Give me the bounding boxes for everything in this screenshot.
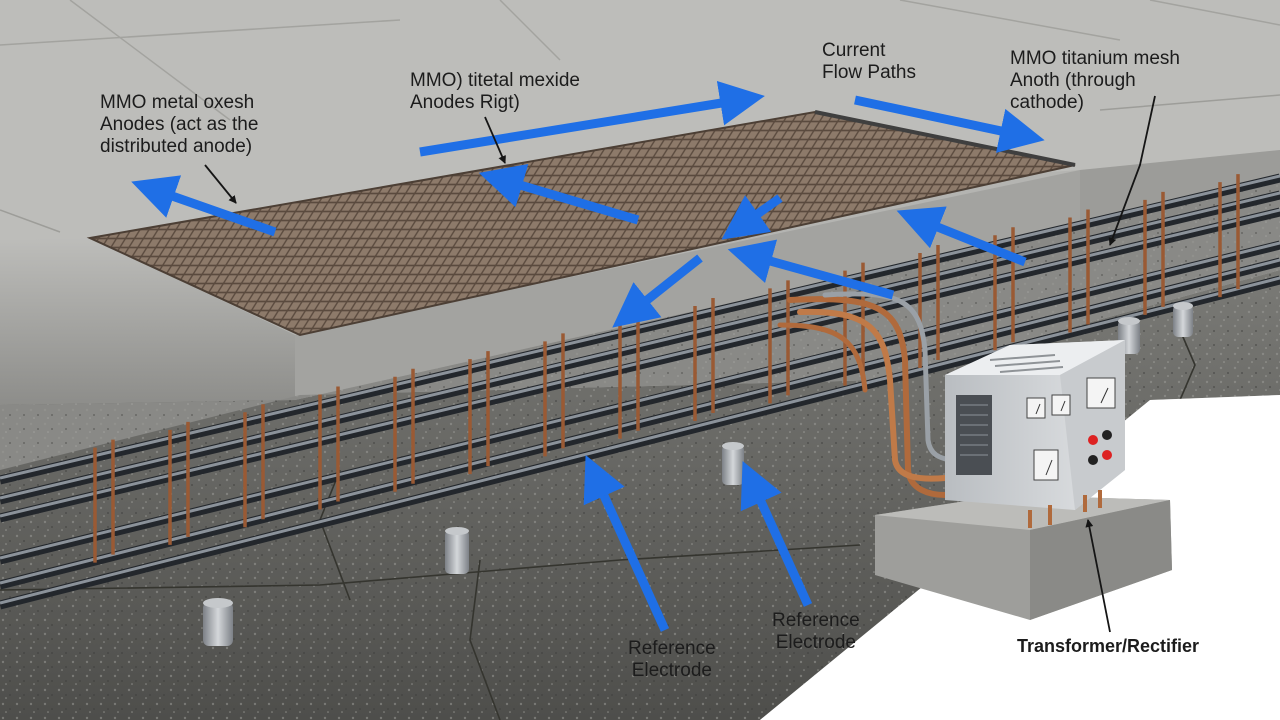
analog-gauge-icon bbox=[1086, 377, 1116, 409]
label-transformer-rectifier: Transformer/Rectifier bbox=[1017, 635, 1199, 657]
label-mmo-titanium-mesh: MMO titanium mesh Anoth (through cathode… bbox=[1010, 48, 1180, 114]
rectifier-cabinet bbox=[875, 340, 1172, 620]
copper-leads bbox=[777, 291, 953, 498]
label-line: Reference bbox=[772, 610, 860, 631]
reference-electrode-icon bbox=[203, 598, 233, 646]
current-flow-arrows bbox=[131, 80, 1045, 632]
label-reference-electrode-left: Reference Electrode bbox=[628, 638, 716, 682]
rebar-cage bbox=[0, 173, 1280, 610]
leader-lines bbox=[204, 95, 1156, 633]
rebar-stirrup bbox=[1068, 209, 1090, 333]
analog-gauge-icon bbox=[1051, 394, 1071, 416]
rebar-bar-highlight bbox=[0, 258, 1280, 585]
rebar-bar-highlight bbox=[0, 276, 1280, 605]
reference-electrode-icon bbox=[722, 442, 744, 485]
label-line: Current bbox=[822, 40, 886, 61]
label-line: Anoth (through bbox=[1010, 70, 1136, 91]
rebar-bar-highlight bbox=[0, 191, 1280, 500]
label-line: Electrode bbox=[775, 632, 856, 653]
rebar-bar bbox=[0, 275, 1280, 610]
label-line: Electrode bbox=[631, 660, 712, 681]
reference-electrodes bbox=[203, 302, 1193, 646]
rebar-stirrup bbox=[543, 333, 565, 457]
rebar-stirrup bbox=[918, 244, 940, 368]
rebar-bar bbox=[0, 190, 1280, 505]
analog-gauge-icon bbox=[1033, 449, 1059, 481]
label-current-flow-paths: Current Flow Paths bbox=[822, 40, 916, 84]
label-line: MMO titanium mesh bbox=[1010, 48, 1180, 69]
mmo-mesh-anode bbox=[86, 110, 1076, 337]
rebar-stirrup bbox=[468, 351, 490, 475]
analog-gauge-icon bbox=[1026, 397, 1046, 419]
rebar-stirrup bbox=[1143, 191, 1165, 315]
rebar-bar bbox=[0, 257, 1280, 590]
rebar-stirrup bbox=[168, 421, 190, 545]
label-line: Reference bbox=[628, 638, 716, 659]
label-line: MMO metal oxesh bbox=[100, 92, 255, 113]
rebar-stirrup bbox=[1218, 174, 1240, 298]
rebar-stirrup bbox=[93, 439, 115, 563]
rebar-stirrup bbox=[693, 298, 715, 422]
label-mmo-titetal-mexide-anodes: MMO) titetal mexide Anodes Rigt) bbox=[410, 70, 580, 114]
label-line: distributed anode) bbox=[100, 136, 253, 157]
rebar-stirrup bbox=[243, 404, 265, 528]
label-line: Anodes Rigt) bbox=[410, 92, 520, 113]
rebar-bar bbox=[0, 240, 1280, 565]
rebar-stirrup bbox=[318, 386, 340, 510]
reference-electrode-icon bbox=[445, 527, 469, 574]
label-line: Transformer/Rectifier bbox=[1017, 636, 1200, 656]
label-mmo-metal-oxesh-anodes: MMO metal oxesh Anodes (act as the distr… bbox=[100, 92, 258, 158]
label-line: Flow Paths bbox=[822, 62, 916, 83]
rebar-bar-highlight bbox=[0, 208, 1280, 518]
label-line: cathode) bbox=[1010, 92, 1084, 113]
rebar-bar bbox=[0, 207, 1280, 523]
reference-electrode-icon bbox=[1173, 302, 1193, 337]
label-line: MMO) titetal mexide bbox=[410, 70, 580, 91]
rebar-bar-highlight bbox=[0, 241, 1280, 560]
rebar-stirrup bbox=[393, 368, 415, 492]
label-line: Anodes (act as the bbox=[100, 114, 259, 135]
label-reference-electrode-right: Reference Electrode bbox=[772, 610, 860, 654]
rebar-bar bbox=[0, 173, 1280, 485]
rebar-stirrup bbox=[618, 315, 640, 439]
